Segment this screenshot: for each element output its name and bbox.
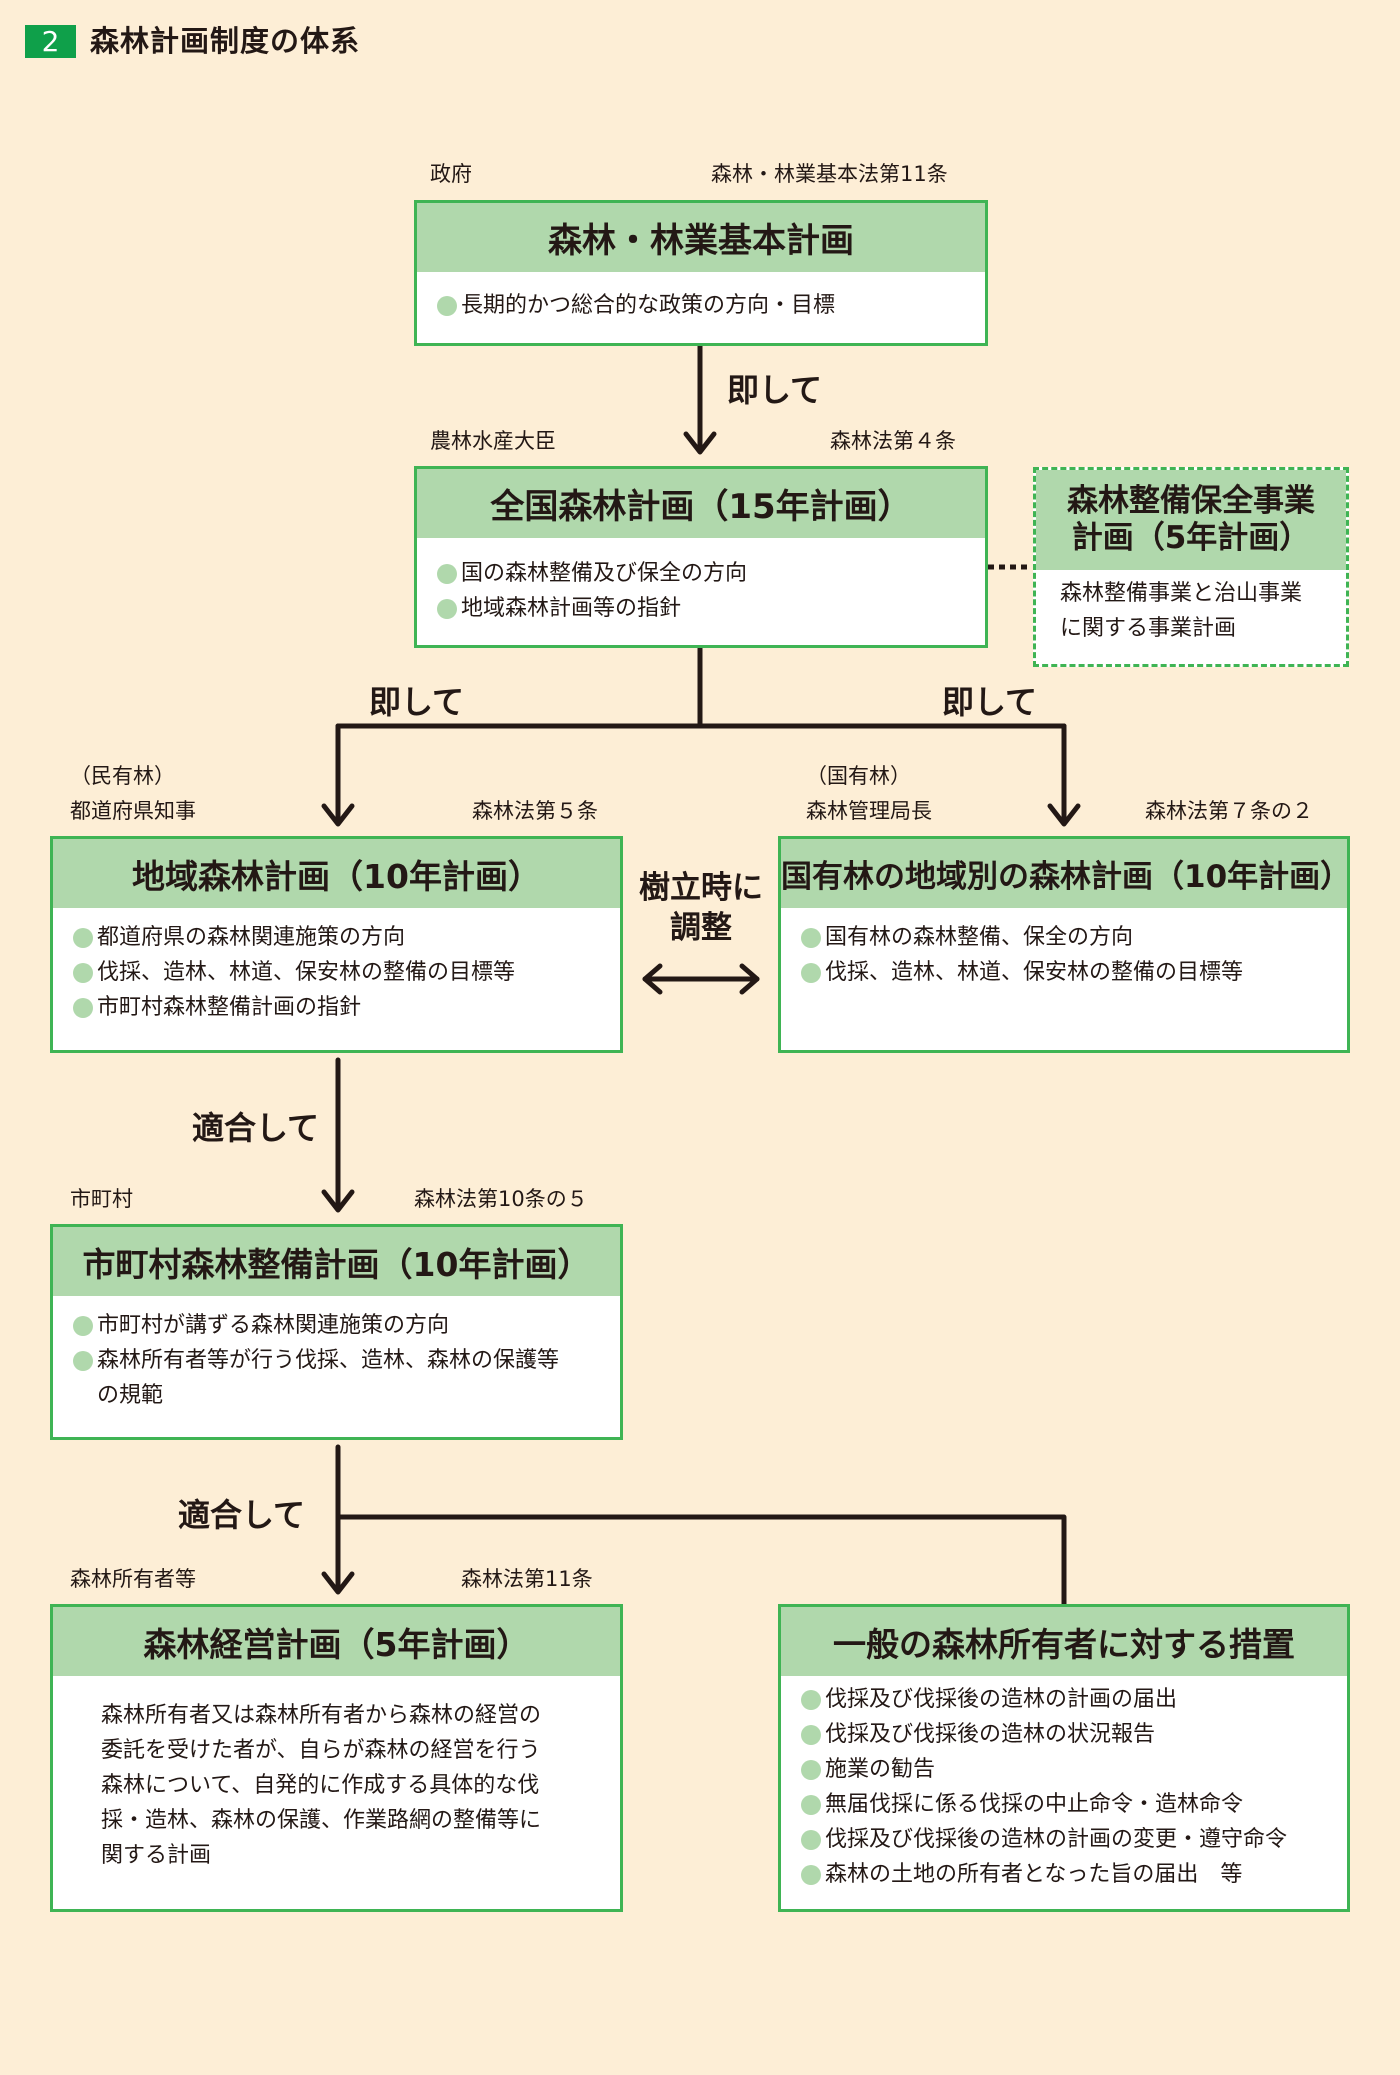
national-forest-plan-title: 国有林の地域別の森林計画（10年計画）	[781, 839, 1351, 908]
basic-plan-title: 森林・林業基本計画	[417, 203, 985, 272]
list-item: 森林所有者等が行う伐採、造林、森林の保護等の規範	[73, 1343, 573, 1413]
section-title: 森林計画制度の体系	[90, 24, 361, 58]
list-item: 都道府県の森林関連施策の方向	[73, 920, 600, 955]
national-forest-plan-category: （国有林）	[806, 764, 911, 788]
bullet-icon	[73, 927, 93, 948]
bullet-icon	[73, 962, 93, 983]
arrowhead-left-icon	[642, 963, 663, 995]
arrowhead-management-icon	[321, 1571, 355, 1595]
national-forest-plan-law: 森林法第７条の２	[1145, 799, 1313, 823]
national-forest-plan-issuer: 森林管理局長	[806, 799, 932, 823]
bullet-icon	[801, 1724, 821, 1745]
connector-label-fit-2: 適合して	[178, 1496, 306, 1534]
basic-plan-law: 森林・林業基本法第11条	[711, 162, 948, 186]
management-plan-title: 森林経営計画（5年計画）	[53, 1607, 620, 1676]
municipal-plan-title: 市町村森林整備計画（10年計画）	[53, 1227, 620, 1296]
general-measures-title: 一般の森林所有者に対する措置	[781, 1607, 1347, 1676]
bullet-icon	[801, 1864, 821, 1885]
national-forest-plan-box: 国有林の地域別の森林計画（10年計画） 国有林の森林整備、保全の方向 伐採、造林…	[778, 836, 1351, 1053]
bullet-icon	[801, 962, 821, 983]
general-measures-box: 一般の森林所有者に対する措置 伐採及び伐採後の造林の計画の届出 伐採及び伐採後の…	[778, 1604, 1350, 1912]
connector-label-left: 即して	[369, 683, 465, 721]
connector-label-conform: 即して	[727, 371, 823, 409]
management-plan-desc: 森林所有者又は森林所有者から森林の経営の 委託を受けた者が、自らが森林の経営を行…	[101, 1703, 542, 1868]
bullet-icon	[437, 295, 457, 316]
management-plan-box: 森林経営計画（5年計画） 森林所有者又は森林所有者から森林の経営の 委託を受けた…	[50, 1604, 623, 1912]
bullet-icon	[801, 1829, 821, 1850]
bullet-icon	[73, 1315, 93, 1336]
bullet-icon	[801, 1759, 821, 1780]
conservation-plan-title: 森林整備保全事業 計画（5年計画）	[1036, 470, 1346, 570]
arrowhead-national-icon	[683, 431, 717, 455]
municipal-plan-law: 森林法第10条の５	[414, 1187, 588, 1211]
line-to-general-measures	[335, 1514, 1067, 1610]
arrowhead-municipal-icon	[321, 1189, 355, 1213]
national-plan-issuer: 農林水産大臣	[430, 429, 556, 453]
arrowhead-national-forest-icon	[1047, 803, 1081, 827]
conservation-plan-box: 森林整備保全事業 計画（5年計画） 森林整備事業と治山事業 に関する事業計画	[1033, 467, 1349, 667]
connector-label-fit-1: 適合して	[192, 1109, 320, 1147]
municipal-plan-issuer: 市町村	[70, 1187, 133, 1211]
adjust-label: 樹立時に 調整	[639, 870, 763, 946]
bullet-icon	[437, 563, 457, 584]
municipal-plan-box: 市町村森林整備計画（10年計画） 市町村が講ずる森林関連施策の方向 森林所有者等…	[50, 1224, 623, 1440]
bullet-icon	[73, 997, 93, 1018]
national-plan-title: 全国森林計画（15年計画）	[417, 469, 985, 538]
list-item: 施業の勧告	[801, 1752, 1327, 1787]
bullet-icon	[801, 1689, 821, 1710]
list-item: 国の森林整備及び保全の方向	[437, 556, 965, 591]
regional-plan-issuer: 都道府県知事	[70, 799, 196, 823]
bullet-icon	[73, 1351, 93, 1371]
basic-plan-issuer: 政府	[430, 162, 472, 186]
national-plan-box: 全国森林計画（15年計画） 国の森林整備及び保全の方向 地域森林計画等の指針	[414, 466, 988, 648]
bullet-icon	[437, 598, 457, 619]
connector-label-right: 即して	[942, 683, 1038, 721]
regional-plan-title: 地域森林計画（10年計画）	[53, 839, 620, 908]
list-item: 伐採、造林、林道、保安林の整備の目標等	[73, 955, 600, 990]
management-plan-law: 森林法第11条	[461, 1567, 593, 1591]
arrowhead-regional-icon	[321, 803, 355, 827]
list-item: 伐採及び伐採後の造林の計画の変更・遵守命令	[801, 1822, 1327, 1857]
list-item: 伐採及び伐採後の造林の計画の届出	[801, 1682, 1327, 1717]
national-plan-law: 森林法第４条	[830, 429, 956, 453]
management-plan-issuer: 森林所有者等	[70, 1567, 196, 1591]
list-item: 伐採、造林、林道、保安林の整備の目標等	[801, 955, 1327, 990]
arrowhead-right-icon	[739, 963, 760, 995]
section-number-badge: 2	[25, 25, 76, 58]
bullet-icon	[801, 927, 821, 948]
conservation-plan-desc: 森林整備事業と治山事業 に関する事業計画	[1060, 581, 1303, 641]
list-item: 地域森林計画等の指針	[437, 591, 965, 626]
list-item: 市町村森林整備計画の指針	[73, 990, 600, 1025]
list-item: 伐採及び伐採後の造林の状況報告	[801, 1717, 1327, 1752]
regional-plan-box: 地域森林計画（10年計画） 都道府県の森林関連施策の方向 伐採、造林、林道、保安…	[50, 836, 623, 1053]
list-item: 無届伐採に係る伐採の中止命令・造林命令	[801, 1787, 1327, 1822]
regional-plan-category: （民有林）	[70, 764, 175, 788]
basic-plan-box: 森林・林業基本計画 長期的かつ総合的な政策の方向・目標	[414, 200, 988, 346]
bullet-icon	[801, 1794, 821, 1815]
list-item: 森林の土地の所有者となった旨の届出 等	[801, 1857, 1327, 1892]
list-item: 市町村が講ずる森林関連施策の方向	[73, 1308, 600, 1343]
list-item: 長期的かつ総合的な政策の方向・目標	[437, 288, 965, 323]
list-item: 国有林の森林整備、保全の方向	[801, 920, 1327, 955]
regional-plan-law: 森林法第５条	[472, 799, 598, 823]
